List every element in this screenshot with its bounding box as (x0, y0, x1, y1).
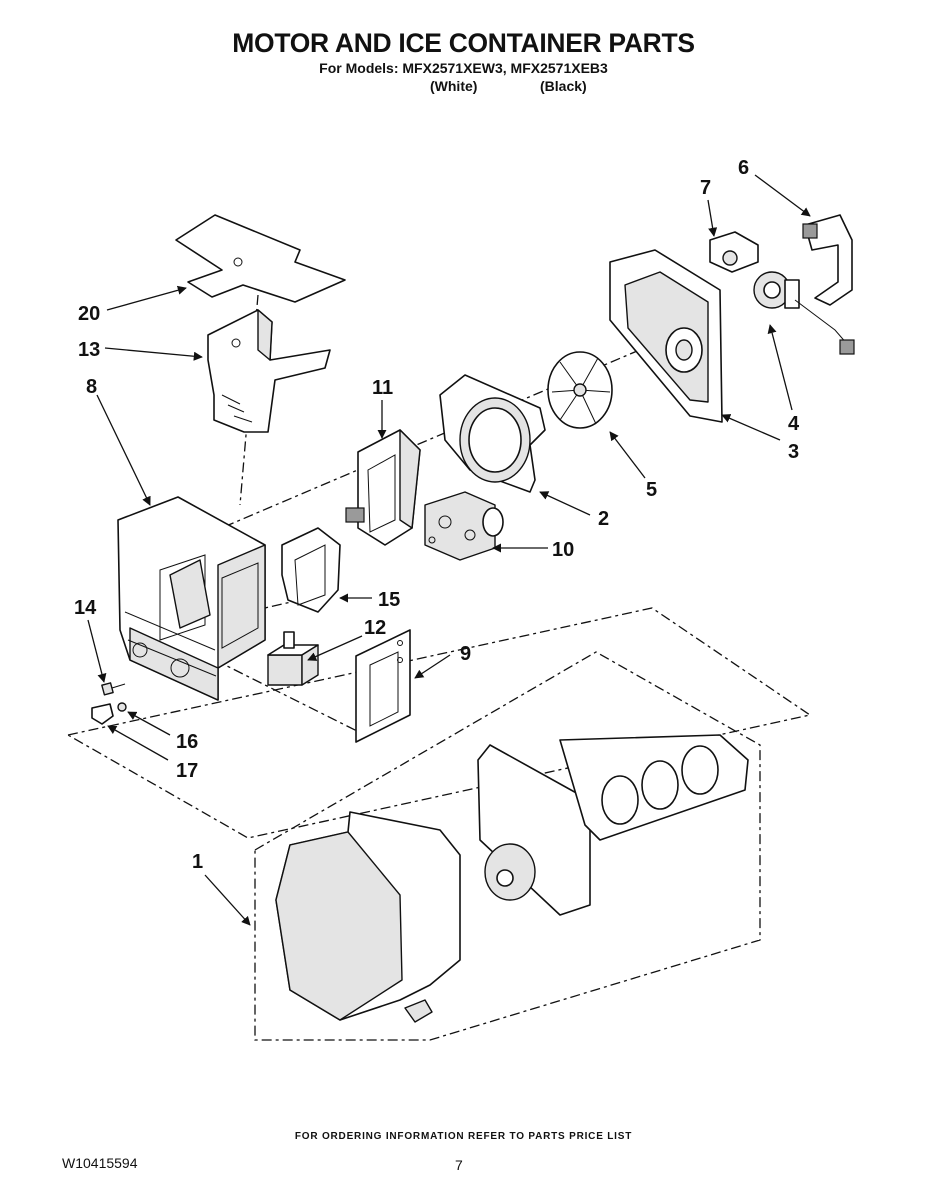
part-10-motor (424, 491, 504, 561)
part-20-insulation (175, 214, 346, 303)
part-11-bracket (345, 429, 421, 546)
part-17-clip (91, 703, 114, 725)
ordering-note: FOR ORDERING INFORMATION REFER TO PARTS … (294, 1131, 633, 1142)
callout-10: 10 (552, 539, 574, 561)
page-title: MOTOR AND ICE CONTAINER PARTS (232, 28, 695, 58)
part-2-fan-shroud (439, 374, 546, 493)
callout-17: 17 (176, 760, 198, 782)
part-16-washer (117, 702, 127, 712)
variant-black-label: (Black) (540, 78, 587, 94)
part-5-fan-blade (547, 351, 613, 429)
callout-6: 6 (738, 157, 749, 179)
callout-16: 16 (176, 731, 198, 753)
page-number: 7 (455, 1157, 463, 1173)
part-15-bracket (281, 527, 341, 613)
document-number: W10415594 (62, 1155, 138, 1171)
part-3-fan-housing (609, 249, 723, 423)
model-numbers: For Models: MFX2571XEW3, MFX2571XEB3 (319, 60, 608, 76)
part-7-grommet (709, 231, 759, 273)
callout-13: 13 (78, 339, 100, 361)
part-6-motor-bracket (802, 214, 853, 306)
callout-20: 20 (78, 303, 100, 325)
callout-8: 8 (86, 376, 97, 398)
part-8-housing (117, 496, 266, 701)
part-4-fan-motor (753, 271, 855, 355)
part-9-cover-plate (355, 629, 411, 743)
part-13-duct (207, 309, 331, 433)
callout-leader-lines (87, 174, 811, 926)
callout-2: 2 (598, 508, 609, 530)
callout-11: 11 (372, 377, 393, 399)
callout-1: 1 (192, 851, 203, 873)
part-12-solenoid (267, 631, 319, 686)
callout-14: 14 (74, 597, 97, 619)
callout-3: 3 (788, 441, 799, 463)
ice-container-assembly-outline (66, 607, 812, 1041)
callout-12: 12 (364, 617, 386, 639)
callout-4: 4 (788, 413, 800, 435)
variant-white-label: (White) (430, 78, 478, 94)
part-14-screw (101, 682, 126, 696)
callout-5: 5 (646, 479, 657, 501)
callout-15: 15 (378, 589, 400, 611)
callout-7: 7 (700, 177, 711, 199)
callout-9: 9 (460, 643, 471, 665)
part-1-ice-container (275, 734, 749, 1023)
